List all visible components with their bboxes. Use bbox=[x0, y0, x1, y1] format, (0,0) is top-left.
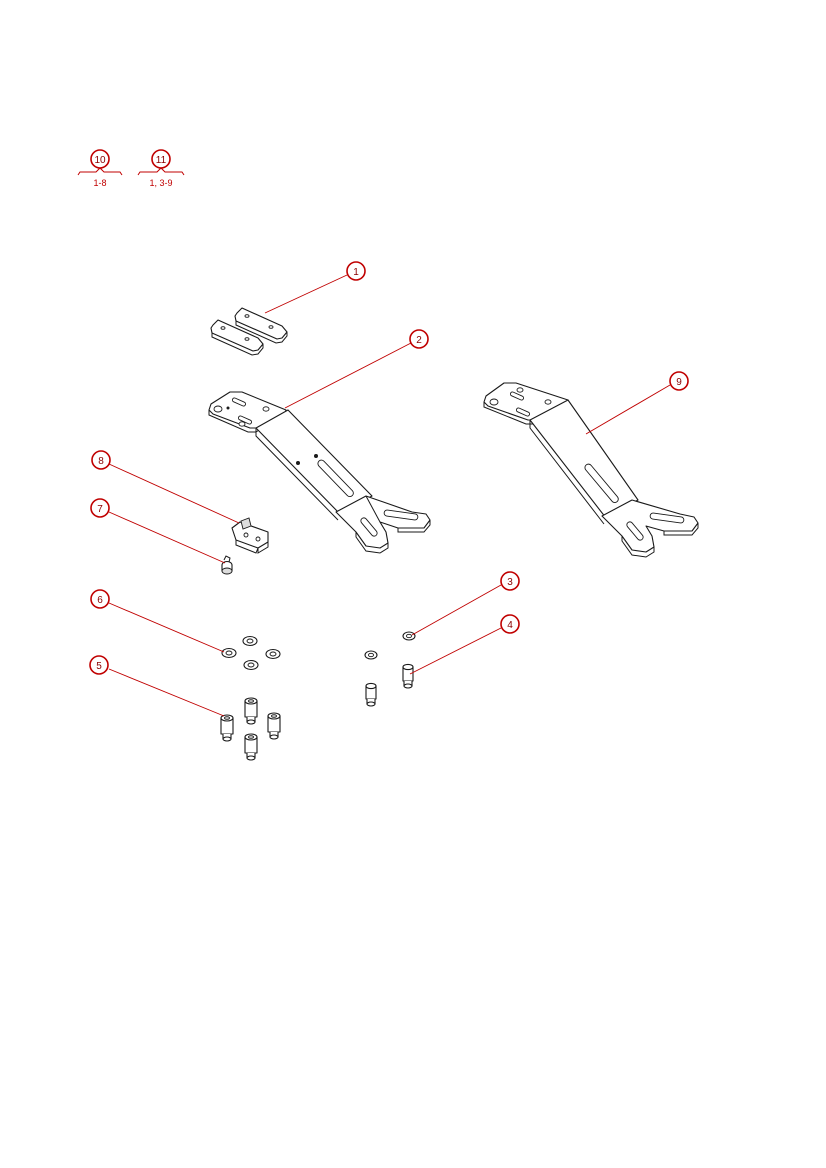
balloon-4-label: 4 bbox=[507, 620, 513, 631]
assembly-callout-11: 11 1, 3-9 bbox=[137, 149, 185, 188]
balloon-5: 5 bbox=[89, 655, 109, 675]
cap-screw bbox=[220, 714, 234, 742]
part-5-cap-screws bbox=[220, 697, 281, 761]
cap-screw bbox=[267, 712, 281, 740]
cap-screw bbox=[244, 733, 258, 761]
washer bbox=[265, 648, 281, 660]
part-6-washers bbox=[221, 635, 281, 671]
balloon-2-label: 2 bbox=[416, 335, 422, 346]
balloon-8-label: 8 bbox=[98, 456, 104, 467]
washer bbox=[242, 635, 258, 647]
cap-screw bbox=[365, 682, 377, 707]
balloon-10-label: 10 bbox=[94, 155, 106, 166]
washer bbox=[243, 659, 259, 671]
balloon-6: 6 bbox=[90, 589, 110, 609]
balloon-9: 9 bbox=[669, 371, 689, 391]
part-9-bracket bbox=[483, 382, 699, 558]
balloon-1-label: 1 bbox=[353, 267, 359, 278]
washer bbox=[221, 647, 237, 659]
part-7-screw bbox=[221, 555, 233, 575]
balloon-5-label: 5 bbox=[96, 661, 102, 672]
part-1-spacer-bars bbox=[210, 307, 288, 356]
balloon-8: 8 bbox=[91, 450, 111, 470]
assembly-11-range: 1, 3-9 bbox=[149, 178, 172, 188]
part-3-washers bbox=[364, 631, 416, 660]
cap-screw bbox=[402, 663, 414, 689]
part-2-bracket bbox=[208, 391, 431, 554]
balloon-2: 2 bbox=[409, 329, 429, 349]
assembly-10-range: 1-8 bbox=[93, 178, 106, 188]
part-8-clamp bbox=[231, 517, 269, 554]
balloon-6-label: 6 bbox=[97, 595, 103, 606]
part-4-cap-screws bbox=[365, 663, 414, 707]
balloon-3-label: 3 bbox=[507, 577, 513, 588]
balloon-11-label: 11 bbox=[156, 155, 167, 166]
cap-screw bbox=[244, 697, 258, 725]
balloon-7: 7 bbox=[90, 498, 110, 518]
balloon-7-label: 7 bbox=[97, 504, 103, 515]
balloon-1: 1 bbox=[346, 261, 366, 281]
washer bbox=[402, 631, 416, 641]
balloon-4: 4 bbox=[500, 614, 520, 634]
balloon-9-label: 9 bbox=[676, 377, 682, 388]
assembly-callout-10: 10 1-8 bbox=[77, 149, 123, 188]
balloon-3: 3 bbox=[500, 571, 520, 591]
leader-lines bbox=[108, 274, 671, 717]
washer bbox=[364, 650, 378, 660]
